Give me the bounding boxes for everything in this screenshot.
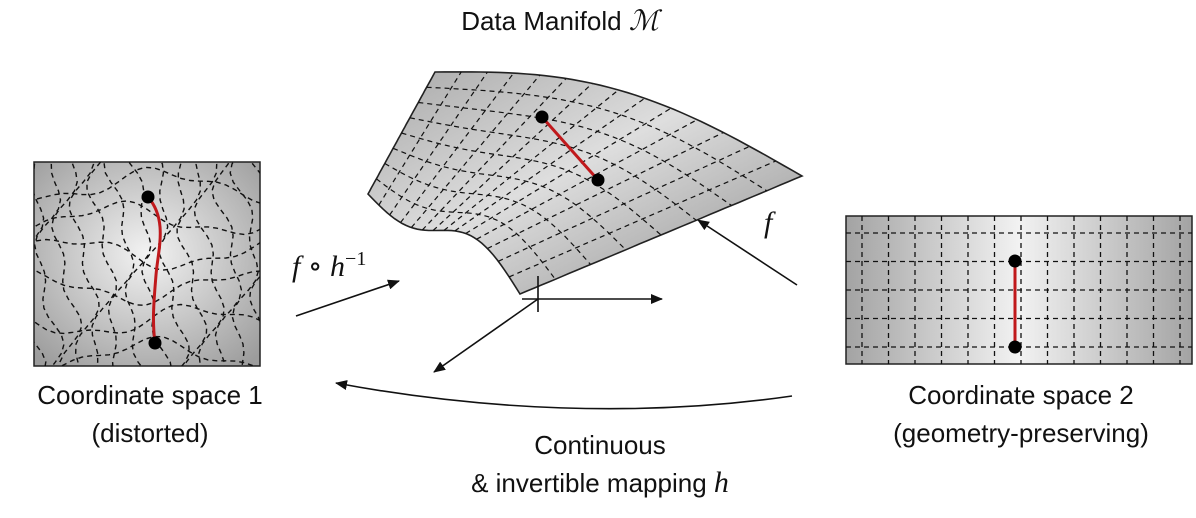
axis-y [433,298,539,373]
grid-line [124,162,152,366]
grid-line [34,200,260,236]
grid-line [378,71,462,206]
point-a [535,110,549,124]
grid-line [443,89,619,231]
grid-line [34,303,260,335]
grid-line [176,162,208,366]
mapping-h-text: & invertible mapping [471,468,707,498]
coordinate-space-1-panel [33,161,261,367]
regular-grid [846,216,1192,364]
arrow-f-compose-h-inverse [295,279,400,317]
grid-line [34,238,260,271]
mapping-h-line1: Continuous [534,430,666,460]
grid-line [426,86,768,192]
grid-line [34,269,260,307]
grid-line [376,178,556,280]
grid-line [421,78,567,231]
arrow-mapping-h [335,380,793,410]
point-a [141,190,155,204]
grid-line [508,160,777,278]
grid-line [476,119,698,240]
grid-line [454,97,646,232]
grid-line [86,162,118,366]
coordinate-space-1-label: Coordinate space 1 (distorted) [0,376,300,452]
coordinate-space-2-label: Coordinate space 2 (geometry-preserving) [846,376,1196,452]
coordinate-space-2-subtitle: (geometry-preserving) [893,418,1149,448]
mapping-h-label: Continuous & invertible mapping h [340,426,860,502]
point-b [1008,340,1022,354]
grid-line [229,162,259,366]
grid-line [193,162,225,366]
mapping-h-symbol: h [713,466,729,499]
point-b [591,173,605,187]
f-compose-h-text: f ∘ h [292,250,346,283]
grid-line [487,131,724,250]
distorted-grid [34,162,260,366]
grid-line [34,162,65,366]
grid-line [498,145,750,262]
manifold-geodesic-path [540,116,600,181]
grid-line [401,132,662,236]
arrow-label-f: f [764,206,773,239]
coordinate-space-2-title: Coordinate space 2 [908,380,1134,410]
grid-line [389,71,488,216]
distorted-geodesic-path [146,196,162,344]
manifold-surface [367,71,804,296]
grid-line [34,166,260,204]
inverse-superscript: −1 [345,248,367,270]
grid-line [158,162,191,366]
arrow-f [697,219,798,286]
arrow-label-f-compose-h-inverse: f ∘ h−1 [292,248,366,284]
manifold-title: Data Manifold ℳ [340,4,780,38]
point-a [1008,254,1022,268]
manifold-symbol: ℳ [628,6,659,37]
surface-outline [367,71,804,296]
grid-line [68,162,100,366]
grid-line [418,101,732,206]
grid-line [432,82,593,231]
manifold-title-text: Data Manifold [461,6,622,36]
coordinate-space-1-subtitle: (distorted) [91,418,209,448]
grid-line [410,74,541,228]
grid-line [211,162,243,366]
grid-line [465,107,672,235]
point-b [148,336,162,350]
mapping-h-line2: & invertible mapping h [340,464,860,502]
3d-axes [433,276,663,373]
coordinate-space-2-panel [845,215,1193,365]
grid-line [50,162,83,366]
surface-grid [376,71,777,280]
mapping-arrows [295,219,798,410]
grid-line [400,72,515,223]
grid-line [103,162,135,366]
coordinate-space-1-title: Coordinate space 1 [37,380,263,410]
grid-line [60,335,256,366]
